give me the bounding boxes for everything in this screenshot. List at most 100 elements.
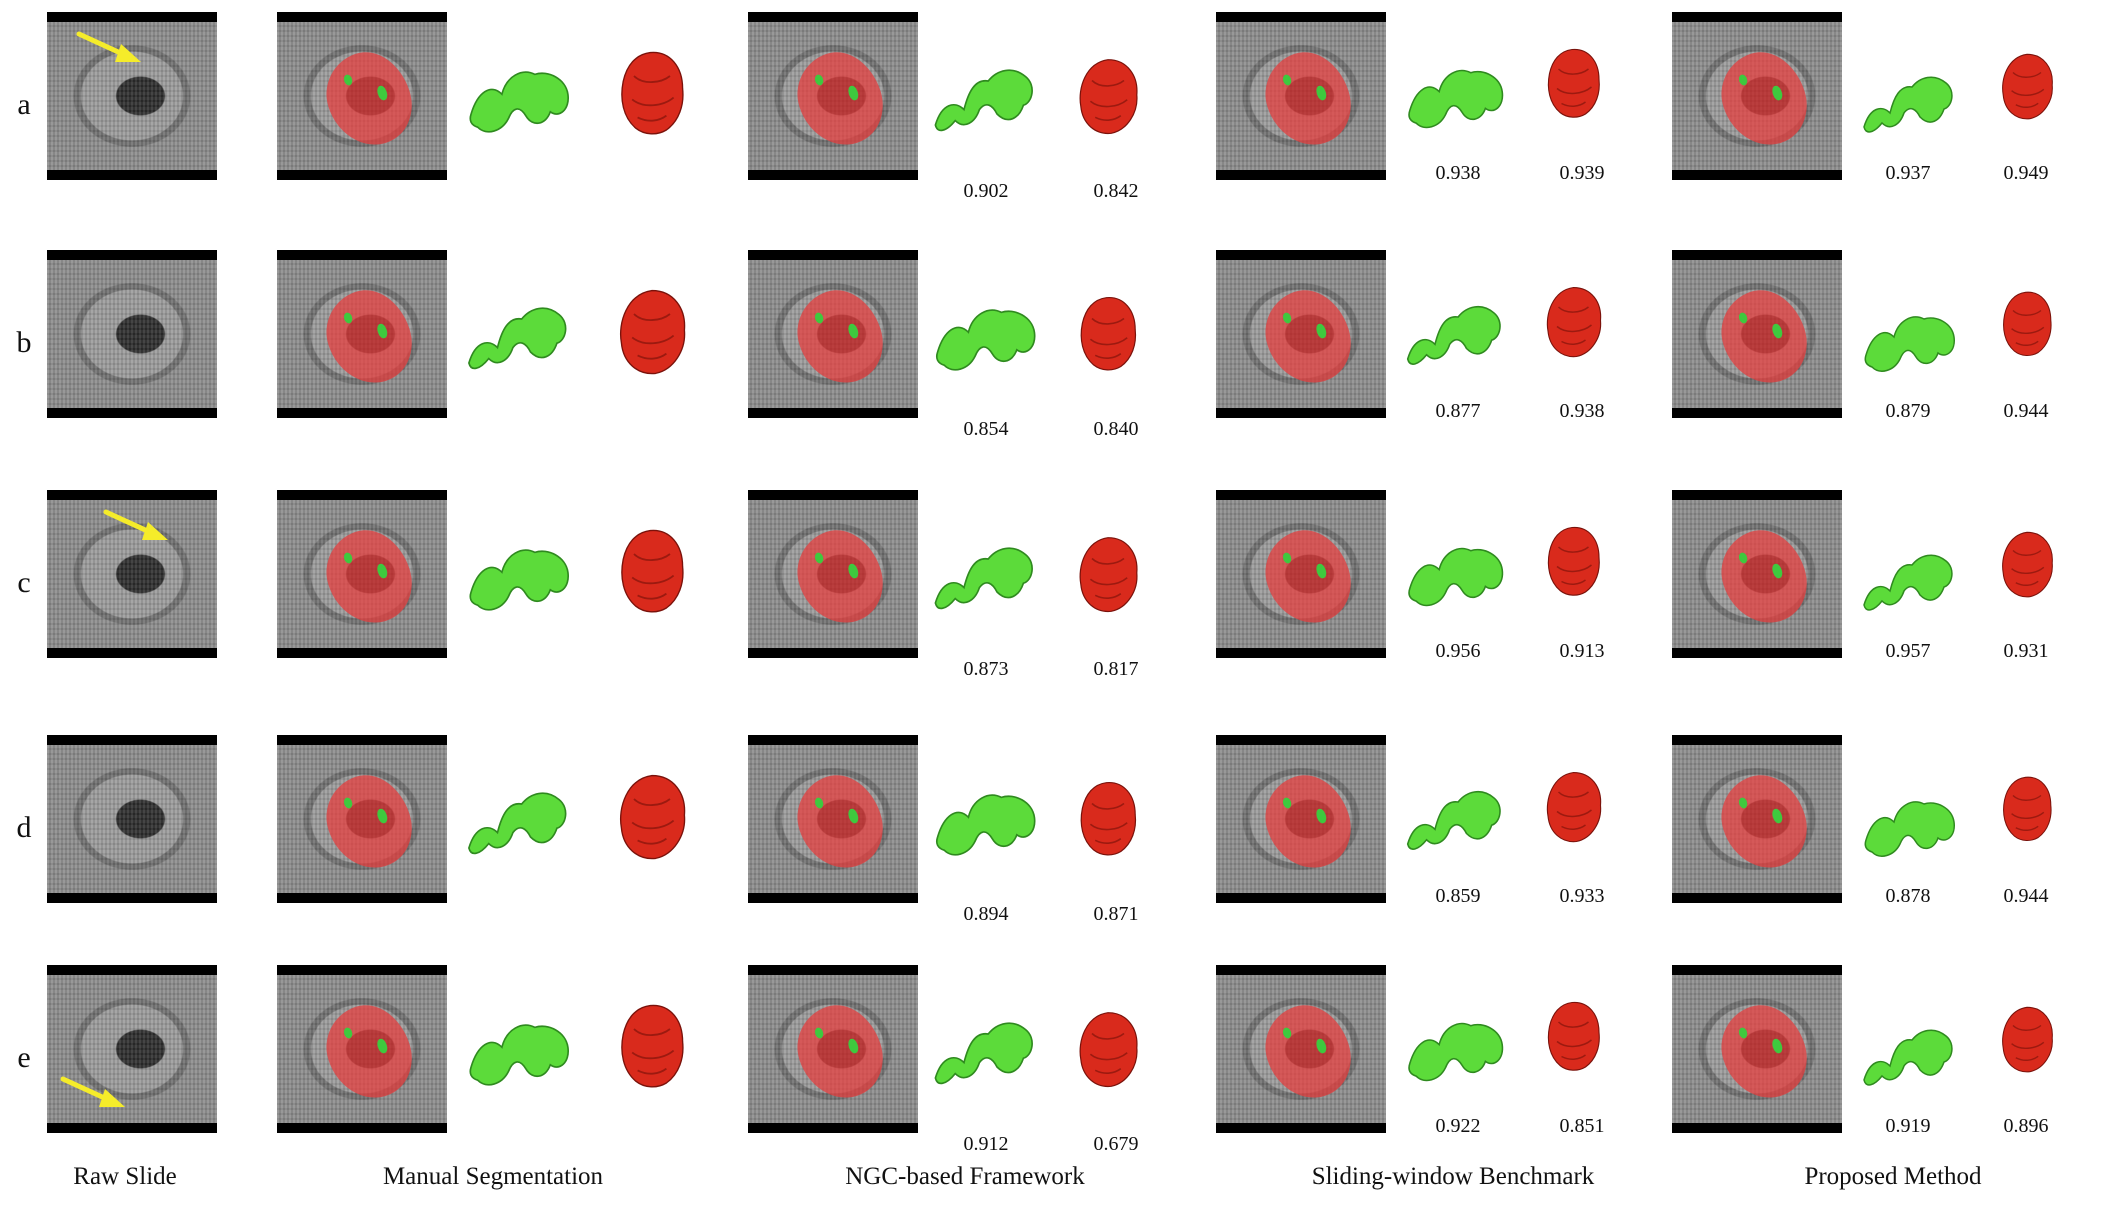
raw-slide-e [47, 965, 217, 1133]
sliding-embryo-surface-c [1547, 526, 1600, 596]
manual-embryo-surface-a [621, 51, 684, 135]
proposed-method-slide-b [1672, 250, 1842, 418]
ngc-cavity-score-e: 0.912 [963, 1133, 1009, 1155]
ngc-embryo-surface-d [1080, 782, 1137, 856]
sliding-window-slide-e [1216, 965, 1386, 1133]
column-caption-4: Proposed Method [1804, 1163, 1982, 1190]
sliding-embryo-score-a: 0.939 [1559, 162, 1605, 184]
ngc-cavity-score-d: 0.894 [963, 903, 1009, 925]
raw-slide-b [47, 250, 217, 418]
manual-embryo-surface-c [621, 529, 684, 613]
ngc-cavity-surface-c [934, 547, 1033, 610]
mri-scan [1216, 745, 1386, 893]
sliding-cavity-surface-d [1406, 790, 1501, 850]
mri-scan [47, 745, 217, 893]
proposed-embryo-score-d: 0.944 [2003, 885, 2049, 907]
manual-cavity-surface-e [469, 1024, 569, 1086]
ngc-slide-e [748, 965, 918, 1133]
ngc-cavity-score-a: 0.902 [963, 180, 1009, 202]
proposed-method-slide-c [1672, 490, 1842, 658]
sliding-embryo-score-c: 0.913 [1559, 640, 1605, 662]
manual-segmentation-slide-d [277, 735, 447, 903]
ngc-embryo-score-d: 0.871 [1093, 903, 1139, 925]
sliding-cavity-surface-e [1408, 1022, 1504, 1082]
sliding-cavity-score-b: 0.877 [1435, 400, 1481, 422]
manual-cavity-surface-c [469, 549, 569, 611]
proposed-cavity-score-e: 0.919 [1885, 1115, 1931, 1137]
ngc-cavity-score-c: 0.873 [963, 658, 1009, 680]
column-caption-3: Sliding-window Benchmark [1311, 1163, 1595, 1190]
manual-embryo-surface-e [621, 1004, 684, 1088]
manual-segmentation-slide-a [277, 12, 447, 180]
ngc-embryo-surface-a [1079, 59, 1138, 134]
sliding-window-slide-d [1216, 735, 1386, 903]
proposed-embryo-surface-a [2002, 53, 2053, 120]
proposed-cavity-surface-b [1864, 316, 1955, 372]
sliding-embryo-surface-b [1546, 286, 1602, 358]
proposed-embryo-surface-e [2002, 1006, 2053, 1073]
yellow-arrow-a [76, 31, 141, 62]
sliding-cavity-score-e: 0.922 [1435, 1115, 1481, 1137]
sliding-cavity-surface-b [1406, 305, 1501, 365]
sliding-embryo-score-d: 0.933 [1559, 885, 1605, 907]
ngc-embryo-surface-b [1080, 297, 1137, 371]
sliding-embryo-surface-d [1546, 771, 1602, 843]
proposed-cavity-score-b: 0.879 [1885, 400, 1931, 422]
column-caption-0: Raw Slide [73, 1163, 177, 1190]
mri-scan [1672, 22, 1842, 170]
column-caption-1: Manual Segmentation [382, 1163, 604, 1190]
sliding-cavity-surface-a [1408, 69, 1504, 129]
ngc-embryo-surface-e [1079, 1012, 1138, 1087]
mri-scan [47, 22, 217, 170]
ngc-cavity-score-b: 0.854 [963, 418, 1009, 440]
mri-scan [47, 975, 217, 1123]
sliding-cavity-score-c: 0.956 [1435, 640, 1481, 662]
proposed-embryo-score-a: 0.949 [2003, 162, 2049, 184]
proposed-cavity-score-d: 0.878 [1885, 885, 1931, 907]
mri-scan [277, 260, 447, 408]
ngc-embryo-score-a: 0.842 [1093, 180, 1139, 202]
sliding-cavity-score-a: 0.938 [1435, 162, 1481, 184]
manual-segmentation-slide-b [277, 250, 447, 418]
sliding-window-slide-c [1216, 490, 1386, 658]
column-caption-2: NGC-based Framework [845, 1163, 1085, 1190]
ngc-embryo-score-c: 0.817 [1093, 658, 1139, 680]
proposed-cavity-score-c: 0.957 [1885, 640, 1931, 662]
manual-segmentation-slide-c [277, 490, 447, 658]
proposed-method-slide-a [1672, 12, 1842, 180]
ngc-slide-d [748, 735, 918, 903]
manual-cavity-surface-a [469, 71, 569, 133]
ngc-slide-b [748, 250, 918, 418]
sliding-window-slide-a [1216, 12, 1386, 180]
raw-slide-d [47, 735, 217, 903]
proposed-embryo-surface-c [2002, 531, 2053, 598]
yellow-arrow-c [103, 509, 168, 540]
proposed-embryo-score-b: 0.944 [2003, 400, 2049, 422]
proposed-embryo-score-e: 0.896 [2003, 1115, 2049, 1137]
ngc-cavity-surface-d [935, 794, 1036, 856]
ngc-embryo-surface-c [1079, 537, 1138, 612]
ngc-cavity-surface-e [934, 1022, 1033, 1085]
row-label-c: c [17, 566, 31, 599]
ngc-slide-c [748, 490, 918, 658]
sliding-embryo-score-e: 0.851 [1559, 1115, 1605, 1137]
manual-segmentation-slide-e [277, 965, 447, 1133]
sliding-window-slide-b [1216, 250, 1386, 418]
sliding-embryo-surface-a [1547, 48, 1600, 118]
proposed-cavity-surface-d [1864, 801, 1955, 857]
manual-embryo-surface-d [619, 774, 686, 860]
sliding-embryo-score-b: 0.938 [1559, 400, 1605, 422]
proposed-method-slide-d [1672, 735, 1842, 903]
proposed-embryo-surface-d [2003, 776, 2052, 841]
manual-cavity-surface-b [468, 307, 567, 370]
sliding-embryo-surface-e [1547, 1001, 1600, 1071]
sliding-cavity-score-d: 0.859 [1435, 885, 1481, 907]
mri-scan [47, 260, 217, 408]
proposed-method-slide-e [1672, 965, 1842, 1133]
sliding-cavity-surface-c [1408, 547, 1504, 607]
row-label-a: a [17, 88, 31, 121]
proposed-cavity-score-a: 0.937 [1885, 162, 1931, 184]
row-label-b: b [16, 326, 32, 359]
yellow-arrow-e [60, 1076, 125, 1107]
manual-embryo-surface-b [619, 289, 686, 375]
